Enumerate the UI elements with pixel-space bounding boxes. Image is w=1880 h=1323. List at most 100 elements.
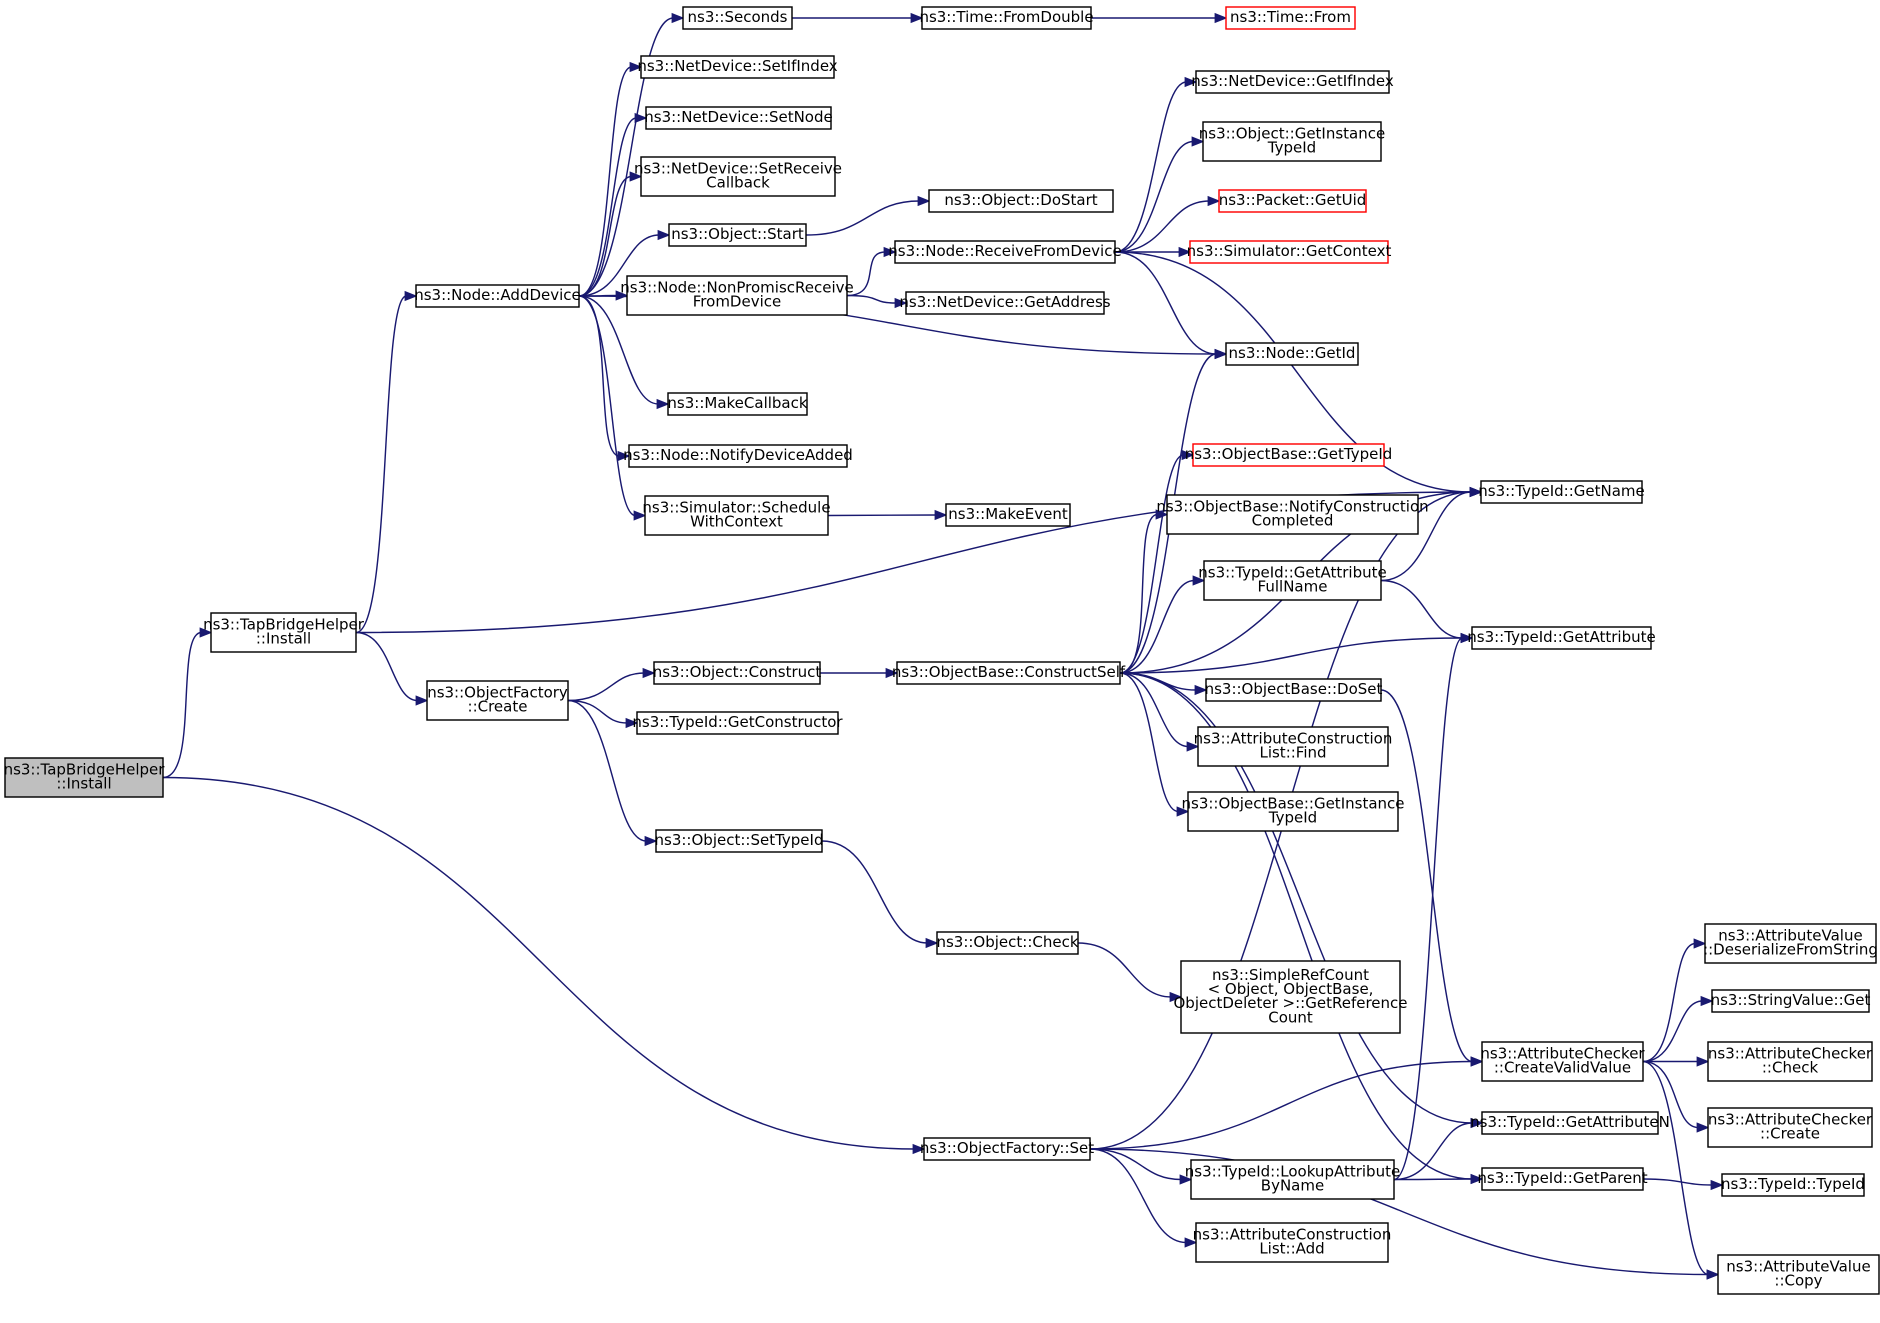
node-box (1481, 1041, 1644, 1082)
graph-node-n36[interactable]: ns3::Object::Check (936, 931, 1079, 955)
graph-node-n2[interactable]: ns3::Node::AddDevice (414, 284, 581, 308)
graph-node-n25[interactable]: ns3::ObjectBase::NotifyConstructionCompl… (1156, 494, 1429, 535)
node-label-line: ::Install (56, 775, 111, 793)
node-box (921, 6, 1092, 30)
arrowhead-n11-to-n17 (894, 297, 908, 309)
node-box (945, 503, 1071, 527)
edge-n40-to-n39 (1643, 1000, 1703, 1063)
node-box (415, 284, 580, 308)
graph-node-n42[interactable]: ns3::AttributeChecker::Create (1707, 1107, 1873, 1148)
nodes-layer: ns3::TapBridgeHelper::Installns3::TapBri… (4, 6, 1880, 1295)
graph-node-n15[interactable]: ns3::Packet::GetUid (1218, 189, 1367, 213)
arrowhead-n0-to-n44 (912, 1143, 926, 1155)
graph-node-n46[interactable]: ns3::TypeId::GetParent (1477, 1167, 1648, 1191)
graph-node-n23[interactable]: ns3::ObjectBase::GetTypeId (1185, 443, 1393, 467)
node-label-line: ns3::StringValue::Get (1711, 991, 1871, 1009)
node-label-line: ns3::ObjectBase::NotifyConstruction (1156, 498, 1428, 516)
arrowhead-n40-to-n38 (1693, 938, 1707, 949)
graph-node-n41[interactable]: ns3::AttributeChecker::Check (1707, 1041, 1873, 1082)
node-box (1187, 791, 1399, 832)
edge-n2-to-n6 (578, 66, 632, 297)
arrowhead-n44-to-n45 (1179, 1174, 1193, 1185)
graph-node-n47[interactable]: ns3::TypeId::TypeId (1721, 1173, 1865, 1197)
graph-node-n39[interactable]: ns3::StringValue::Get (1711, 989, 1871, 1013)
graph-node-n29[interactable]: ns3::Object::Construct (653, 661, 822, 685)
graph-node-n24[interactable]: ns3::TypeId::GetName (1478, 480, 1645, 504)
graph-node-n5[interactable]: ns3::Time::From (1225, 6, 1356, 30)
node-box (653, 661, 821, 685)
node-label-line: FullName (1258, 578, 1328, 596)
graph-node-n13[interactable]: ns3::NetDevice::GetIfIndex (1191, 70, 1394, 94)
graph-node-n35[interactable]: ns3::Object::SetTypeId (655, 829, 824, 853)
graph-node-n7[interactable]: ns3::NetDevice::SetNode (644, 106, 833, 130)
arrowhead-n45-to-n27 (1460, 632, 1474, 644)
node-box (1481, 1167, 1644, 1191)
node-label-line: List::Find (1259, 744, 1326, 762)
node-box (1166, 494, 1419, 535)
arrowhead-n40-to-n42 (1696, 1122, 1710, 1133)
graph-node-n27[interactable]: ns3::TypeId::GetAttribute (1467, 626, 1656, 650)
graph-node-n1[interactable]: ns3::TapBridgeHelper::Install (203, 612, 365, 653)
graph-node-n12[interactable]: ns3::Node::ReceiveFromDevice (888, 240, 1122, 264)
graph-node-n9[interactable]: ns3::Object::Start (668, 223, 807, 247)
edge-n30-to-n23 (1119, 454, 1184, 674)
node-box (923, 1137, 1091, 1161)
node-label-line: ::Create (468, 698, 528, 716)
edge-n45-to-n27 (1393, 637, 1463, 1181)
node-box (1707, 1107, 1873, 1148)
graph-node-n31[interactable]: ns3::TypeId::GetConstructor (632, 711, 843, 735)
node-box (636, 711, 839, 735)
graph-node-n32[interactable]: ns3::ObjectBase::DoSet (1205, 678, 1383, 702)
edge-n1-to-n2 (355, 295, 407, 634)
graph-node-n43[interactable]: ns3::TypeId::GetAttributeN (1470, 1111, 1670, 1135)
graph-node-n49[interactable]: ns3::AttributeValue::Copy (1717, 1254, 1880, 1295)
graph-node-n22[interactable]: ns3::MakeEvent (945, 503, 1071, 527)
graph-node-n40[interactable]: ns3::AttributeChecker::CreateValidValue (1480, 1041, 1645, 1082)
node-box (1704, 923, 1877, 964)
arrowhead-n2-to-n7 (634, 112, 648, 124)
edge-n46-to-n47 (1643, 1178, 1713, 1186)
node-label-line: ByName (1261, 1177, 1324, 1195)
node-label-line: ns3::Time::FromDouble (919, 8, 1093, 26)
graph-node-n30[interactable]: ns3::ObjectBase::ConstructSelf (892, 661, 1126, 685)
node-box (655, 829, 823, 853)
graph-node-n4[interactable]: ns3::Time::FromDouble (919, 6, 1094, 30)
node-label-line: ::DeserializeFromString (1703, 941, 1878, 959)
graph-node-n19[interactable]: ns3::MakeCallback (667, 392, 808, 416)
node-label-line: ns3::ObjectBase::GetTypeId (1185, 445, 1393, 463)
arrowhead-n2-to-n21 (633, 510, 647, 521)
graph-node-n16[interactable]: ns3::Simulator::GetContext (1187, 240, 1392, 264)
graph-node-n28[interactable]: ns3::ObjectFactory::Create (426, 680, 569, 721)
graph-node-n37[interactable]: ns3::SimpleRefCount< Object, ObjectBase,… (1173, 960, 1408, 1034)
graph-node-n44[interactable]: ns3::ObjectFactory::Set (920, 1137, 1094, 1161)
graph-node-n38[interactable]: ns3::AttributeValue::DeserializeFromStri… (1703, 923, 1878, 964)
node-box (1707, 1041, 1873, 1082)
graph-node-n20[interactable]: ns3::Node::NotifyDeviceAdded (623, 444, 853, 468)
node-box (645, 106, 832, 130)
node-label-line: ns3::Object::GetInstance (1199, 125, 1385, 143)
graph-node-n10[interactable]: ns3::Object::DoStart (928, 189, 1114, 213)
graph-node-n6[interactable]: ns3::NetDevice::SetIfIndex (637, 55, 838, 79)
node-label-line: Callback (706, 174, 770, 192)
arrowhead-n30-to-n26 (1192, 575, 1206, 586)
graph-node-n3[interactable]: ns3::Seconds (682, 6, 793, 30)
arrowhead-n40-to-n41 (1696, 1056, 1710, 1067)
node-box (682, 6, 793, 30)
graph-node-n17[interactable]: ns3::NetDevice::GetAddress (899, 291, 1111, 315)
node-box (1202, 121, 1382, 162)
arrowhead-n2-to-n9 (657, 229, 671, 241)
edge-n1-to-n28 (355, 631, 418, 702)
graph-node-n18[interactable]: ns3::Node::GetId (1225, 342, 1359, 366)
node-box (1203, 560, 1382, 601)
node-label-line: ns3::Object::Check (936, 933, 1078, 951)
